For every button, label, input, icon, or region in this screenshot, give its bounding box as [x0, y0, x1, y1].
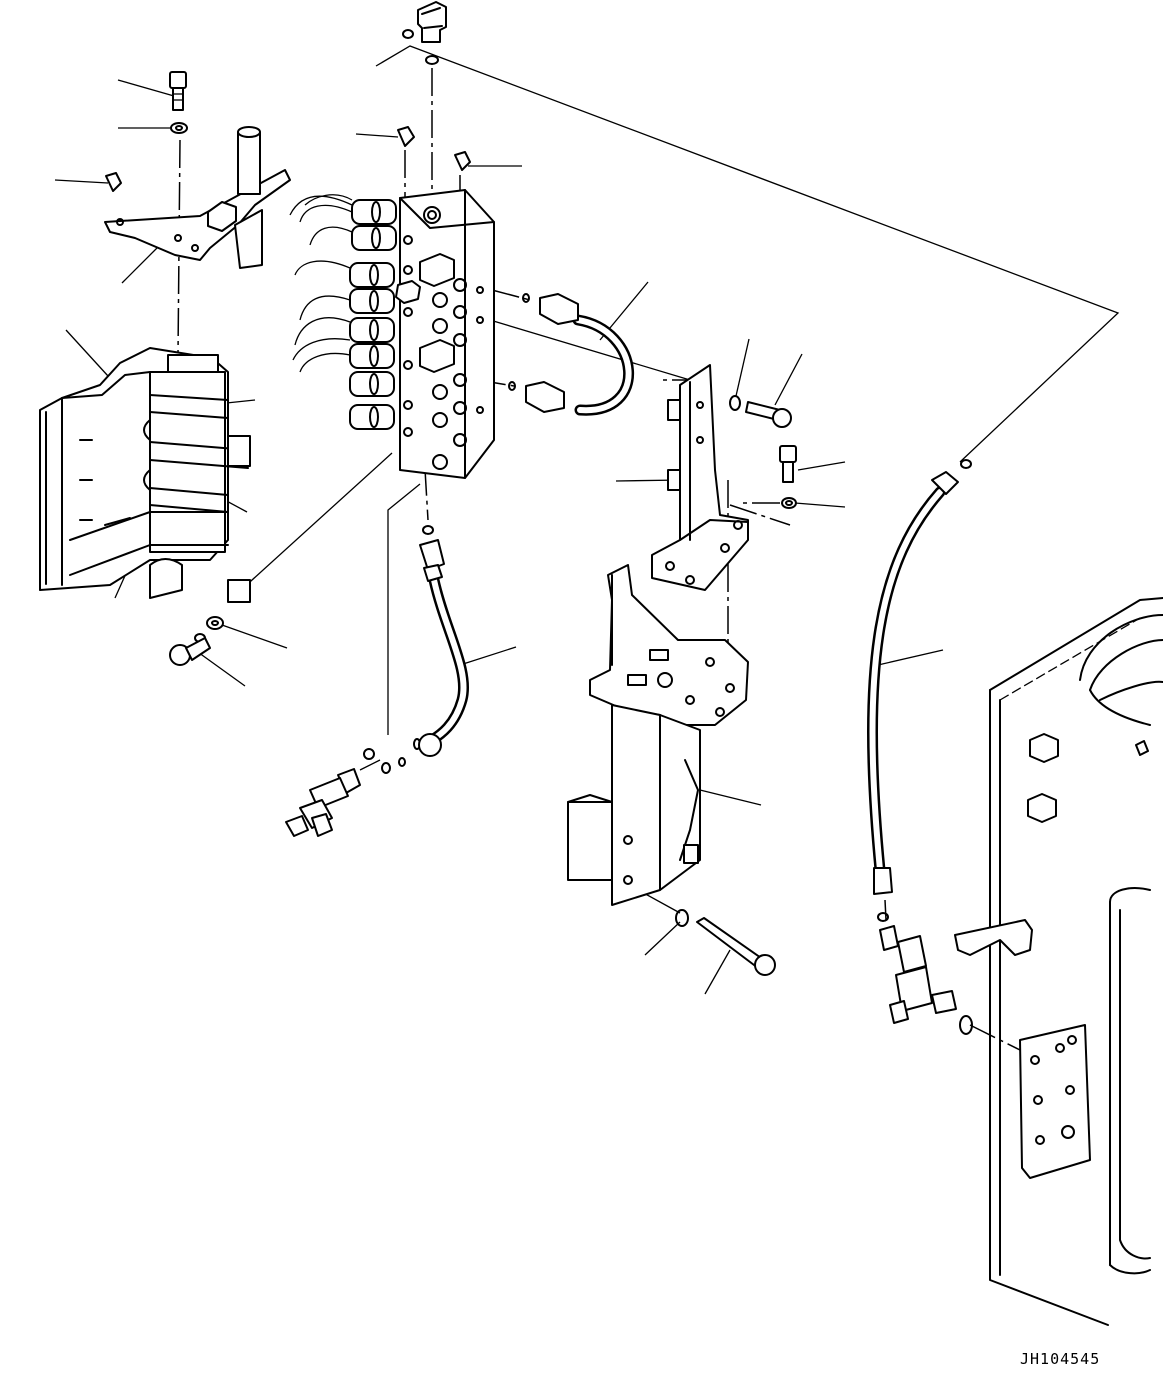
drawing-number: JH104545 — [1020, 1350, 1101, 1368]
long-mounting-bolt — [675, 909, 776, 976]
lower-right-tee-fitting — [879, 925, 957, 1024]
coil-wires — [289, 194, 353, 373]
harness-cover-frame — [39, 347, 251, 603]
bracket-bolts — [729, 395, 797, 509]
hydraulic-hoses — [426, 314, 946, 876]
lower-left-bolt — [169, 616, 224, 666]
hose-fittings — [418, 293, 959, 895]
solenoid-valve-block — [289, 189, 495, 479]
valve-support-bracket — [651, 364, 749, 591]
solenoid-coils — [349, 199, 397, 430]
lower-mounting-stand — [567, 564, 749, 906]
hydraulic-tank-frame — [954, 597, 1163, 1326]
lower-left-tee-fitting — [285, 768, 361, 837]
wire-clip-caps — [105, 126, 471, 192]
assembly-centerlines — [177, 45, 1120, 1051]
o-ring-seals — [363, 29, 973, 1035]
top-elbow-fitting — [417, 1, 447, 43]
top-left-bolt — [169, 71, 188, 134]
upper-mounting-bracket — [104, 126, 291, 269]
